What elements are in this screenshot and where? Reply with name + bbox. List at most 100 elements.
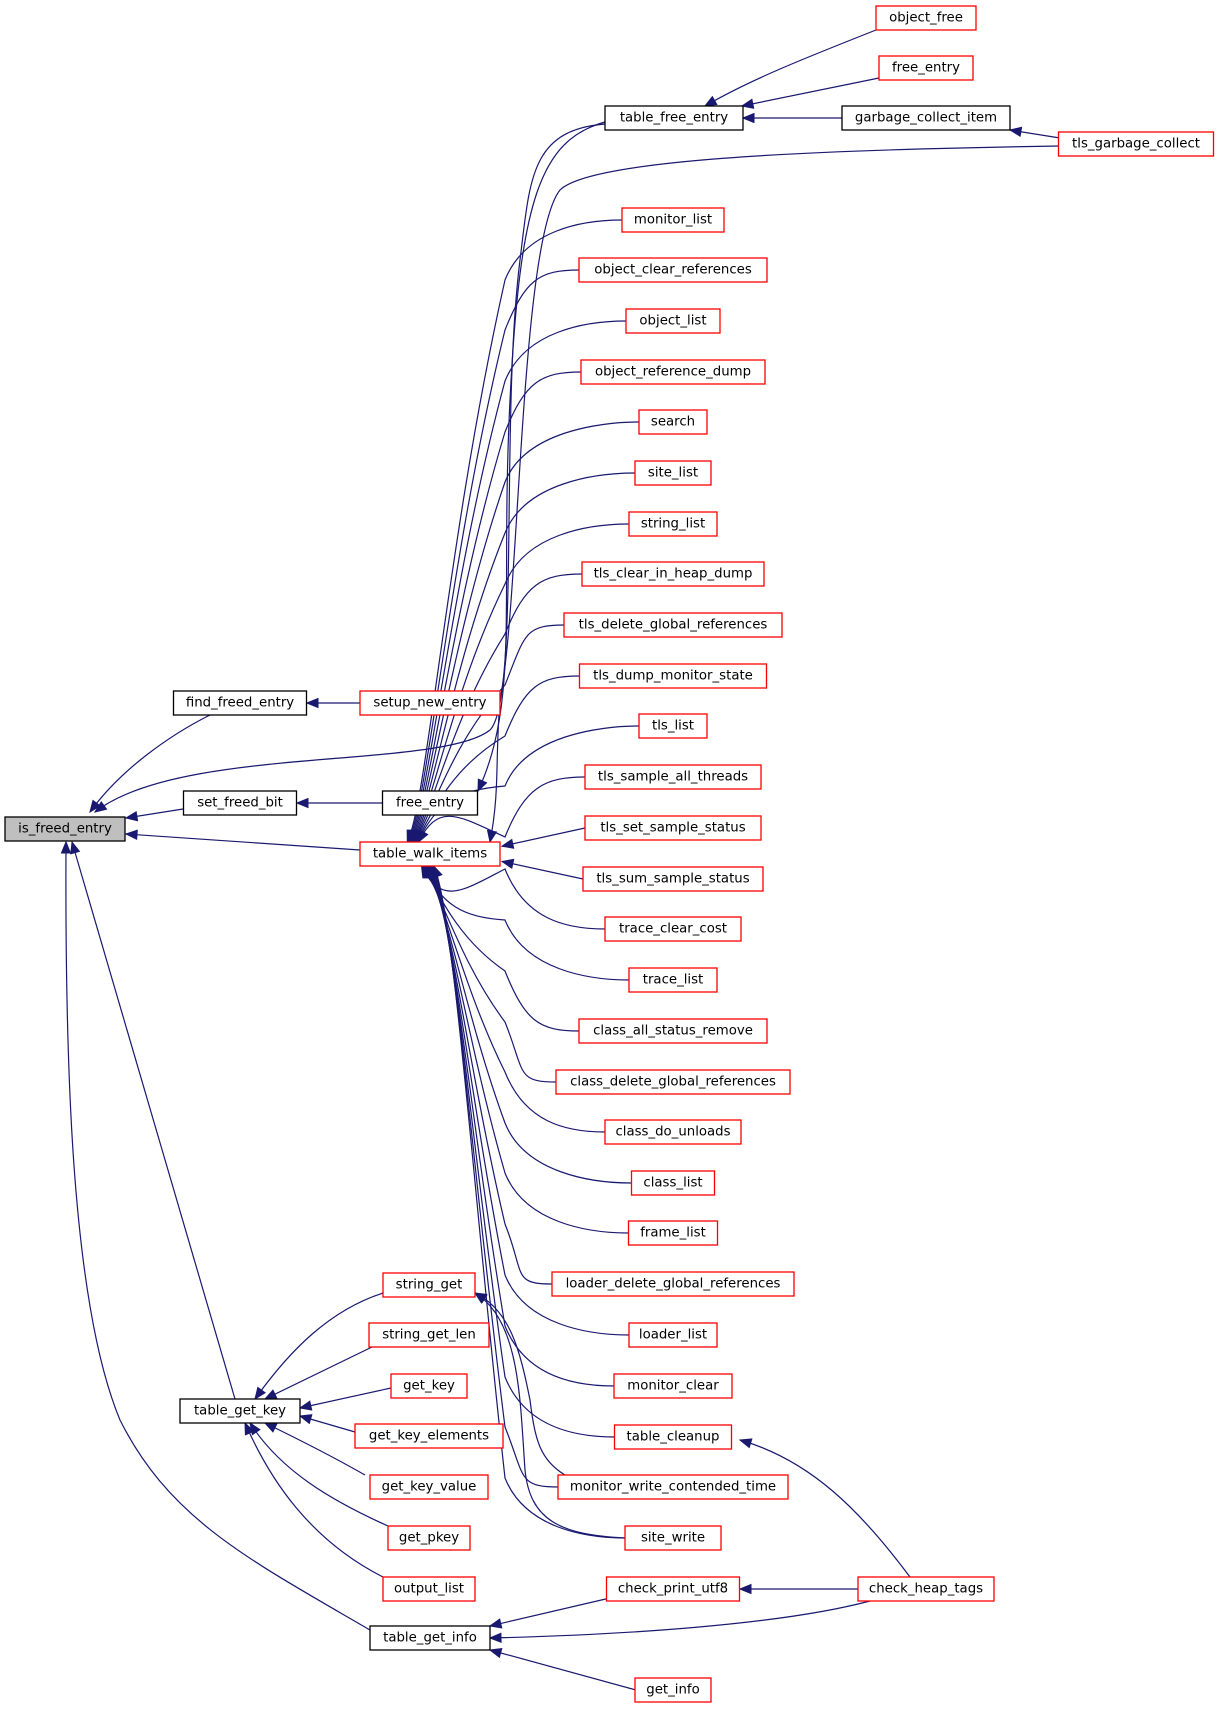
node-object-free[interactable]: object_free — [875, 5, 977, 31]
node-box[interactable] — [604, 916, 742, 942]
node-get-pkey[interactable]: get_pkey — [387, 1525, 471, 1551]
node-monitor-clear[interactable]: monitor_clear — [613, 1373, 733, 1399]
node-box[interactable] — [638, 713, 708, 739]
node-object-list[interactable]: object_list — [625, 308, 721, 334]
node-find-freed-entry[interactable]: find_freed_entry — [172, 690, 308, 716]
node-table-cleanup[interactable]: table_cleanup — [613, 1424, 733, 1450]
node-box[interactable] — [628, 967, 718, 993]
node-monitor-list[interactable]: monitor_list — [621, 207, 725, 233]
node-free-entry-mid[interactable]: free_entry — [381, 790, 479, 816]
node-table-walk-items[interactable]: table_walk_items — [359, 841, 501, 867]
node-box[interactable] — [551, 1271, 795, 1297]
node-tls-sample-all-threads[interactable]: tls_sample_all_threads — [584, 764, 762, 790]
node-trace-list[interactable]: trace_list — [628, 967, 718, 993]
node-string-get[interactable]: string_get — [382, 1272, 476, 1298]
node-box[interactable] — [557, 1474, 789, 1500]
node-search[interactable]: search — [638, 409, 708, 435]
node-get-key-elements[interactable]: get_key_elements — [354, 1423, 504, 1449]
node-box[interactable] — [628, 511, 718, 537]
node-monitor-write-contended-time[interactable]: monitor_write_contended_time — [557, 1474, 789, 1500]
node-object-reference-dump[interactable]: object_reference_dump — [580, 359, 766, 385]
node-box[interactable] — [382, 1272, 476, 1298]
node-box[interactable] — [555, 1069, 791, 1095]
node-tls-delete-global-references[interactable]: tls_delete_global_references — [563, 612, 783, 638]
node-box[interactable] — [387, 1525, 471, 1551]
node-get-key[interactable]: get_key — [390, 1373, 468, 1399]
node-box[interactable] — [1057, 131, 1215, 157]
node-box[interactable] — [578, 257, 768, 283]
node-get-key-value[interactable]: get_key_value — [369, 1474, 489, 1500]
node-tls-garbage-collect[interactable]: tls_garbage_collect — [1057, 131, 1215, 157]
node-frame-list[interactable]: frame_list — [627, 1220, 719, 1246]
node-site-write[interactable]: site_write — [624, 1525, 722, 1551]
node-table-free-entry[interactable]: table_free_entry — [604, 105, 744, 131]
node-box[interactable] — [359, 841, 501, 867]
node-class-delete-global-references[interactable]: class_delete_global_references — [555, 1069, 791, 1095]
node-is-freed-entry[interactable]: is_freed_entry — [4, 816, 126, 842]
node-box[interactable] — [857, 1576, 995, 1602]
node-box[interactable] — [875, 5, 977, 31]
node-box[interactable] — [621, 207, 725, 233]
node-object-clear-references[interactable]: object_clear_references — [578, 257, 768, 283]
node-box[interactable] — [172, 690, 308, 716]
node-loader-delete-global-references[interactable]: loader_delete_global_references — [551, 1271, 795, 1297]
node-box[interactable] — [390, 1373, 468, 1399]
node-tls-sum-sample-status[interactable]: tls_sum_sample_status — [582, 866, 764, 892]
node-box[interactable] — [878, 55, 974, 81]
node-check-heap-tags[interactable]: check_heap_tags — [857, 1576, 995, 1602]
node-box[interactable] — [613, 1373, 733, 1399]
node-set-freed-bit[interactable]: set_freed_bit — [182, 790, 298, 816]
node-box[interactable] — [369, 1474, 489, 1500]
node-box[interactable] — [179, 1398, 301, 1424]
node-box[interactable] — [604, 105, 744, 131]
node-string-list[interactable]: string_list — [628, 511, 718, 537]
node-box[interactable] — [625, 308, 721, 334]
node-box[interactable] — [634, 460, 712, 486]
node-box[interactable] — [580, 359, 766, 385]
node-garbage-collect-item[interactable]: garbage_collect_item — [841, 105, 1011, 131]
node-setup-new-entry[interactable]: setup_new_entry — [359, 690, 501, 716]
node-box[interactable] — [359, 690, 501, 716]
node-box[interactable] — [182, 790, 298, 816]
node-tls-list[interactable]: tls_list — [638, 713, 708, 739]
node-box[interactable] — [369, 1625, 491, 1651]
node-class-list[interactable]: class_list — [630, 1170, 716, 1196]
node-box[interactable] — [582, 866, 764, 892]
node-box[interactable] — [381, 790, 479, 816]
node-box[interactable] — [624, 1525, 722, 1551]
node-class-do-unloads[interactable]: class_do_unloads — [604, 1119, 742, 1145]
node-table-get-info[interactable]: table_get_info — [369, 1625, 491, 1651]
node-box[interactable] — [604, 1119, 742, 1145]
node-output-list[interactable]: output_list — [382, 1576, 476, 1602]
node-box[interactable] — [630, 1170, 716, 1196]
node-tls-clear-in-heap-dump[interactable]: tls_clear_in_heap_dump — [581, 561, 765, 587]
node-box[interactable] — [613, 1424, 733, 1450]
node-box[interactable] — [563, 612, 783, 638]
node-box[interactable] — [638, 409, 708, 435]
node-box[interactable] — [368, 1322, 490, 1348]
node-box[interactable] — [578, 663, 768, 689]
node-check-print-utf8[interactable]: check_print_utf8 — [605, 1576, 741, 1602]
node-box[interactable] — [382, 1576, 476, 1602]
node-box[interactable] — [584, 764, 762, 790]
node-tls-dump-monitor-state[interactable]: tls_dump_monitor_state — [578, 663, 768, 689]
node-box[interactable] — [634, 1677, 712, 1703]
node-box[interactable] — [584, 815, 762, 841]
node-loader-list[interactable]: loader_list — [628, 1322, 718, 1348]
node-box[interactable] — [841, 105, 1011, 131]
node-box[interactable] — [578, 1018, 768, 1044]
node-free-entry-top[interactable]: free_entry — [878, 55, 974, 81]
node-box[interactable] — [605, 1576, 741, 1602]
node-site-list[interactable]: site_list — [634, 460, 712, 486]
node-class-all-status-remove[interactable]: class_all_status_remove — [578, 1018, 768, 1044]
node-trace-clear-cost[interactable]: trace_clear_cost — [604, 916, 742, 942]
node-string-get-len[interactable]: string_get_len — [368, 1322, 490, 1348]
node-tls-set-sample-status[interactable]: tls_set_sample_status — [584, 815, 762, 841]
node-box[interactable] — [581, 561, 765, 587]
node-box[interactable] — [354, 1423, 504, 1449]
node-box[interactable] — [4, 816, 126, 842]
node-box[interactable] — [627, 1220, 719, 1246]
node-get-info[interactable]: get_info — [634, 1677, 712, 1703]
node-table-get-key[interactable]: table_get_key — [179, 1398, 301, 1424]
node-box[interactable] — [628, 1322, 718, 1348]
